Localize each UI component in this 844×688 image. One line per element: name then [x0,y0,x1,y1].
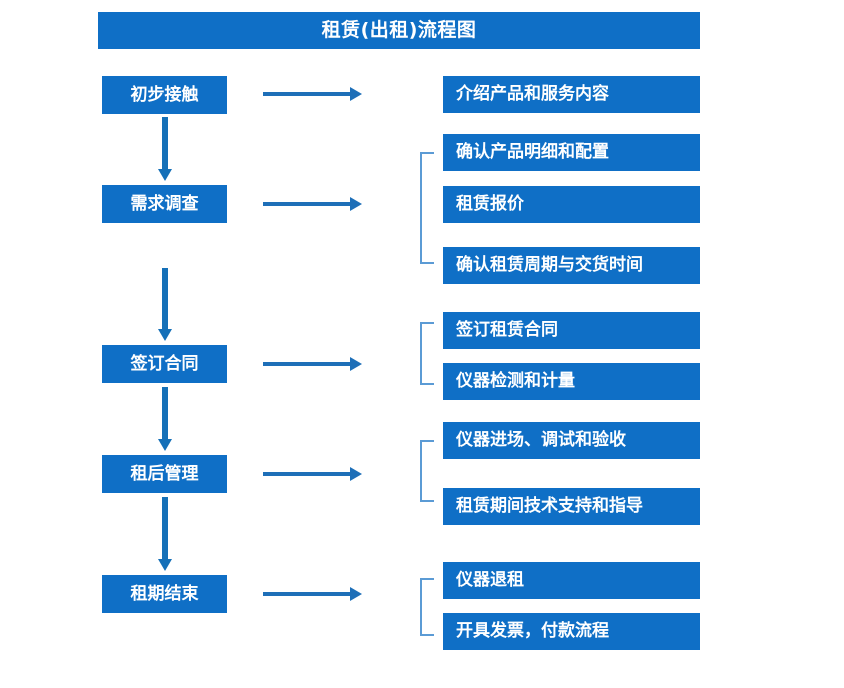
detail-label: 租赁报价 [456,194,524,214]
detail-label: 仪器进场、调试和验收 [456,430,626,450]
right-arrow-icon-5 [263,587,362,601]
stage-box-2[interactable]: 需求调查 [102,185,227,223]
stage-label: 需求调查 [130,193,199,214]
stage-box-4[interactable]: 租后管理 [102,455,227,493]
right-arrow-icon-3 [263,357,362,371]
detail-box-10[interactable]: 开具发票，付款流程 [443,613,700,650]
group-bracket-2 [420,322,434,385]
down-arrow-icon-3 [158,387,172,451]
detail-label: 确认租赁周期与交货时间 [456,255,643,275]
right-arrow-icon-2 [263,197,362,211]
detail-box-9[interactable]: 仪器退租 [443,562,700,599]
stage-box-1[interactable]: 初步接触 [102,76,227,114]
group-bracket-3 [420,440,434,502]
detail-box-6[interactable]: 仪器检测和计量 [443,363,700,400]
stage-box-3[interactable]: 签订合同 [102,345,227,383]
group-bracket-4 [420,578,434,636]
down-arrow-icon-2 [158,268,172,341]
detail-box-8[interactable]: 租赁期间技术支持和指导 [443,488,700,525]
detail-box-3[interactable]: 租赁报价 [443,186,700,223]
detail-box-7[interactable]: 仪器进场、调试和验收 [443,422,700,459]
right-arrow-icon-4 [263,467,362,481]
detail-label: 签订租赁合同 [456,320,558,340]
detail-label: 仪器退租 [456,570,524,590]
detail-label: 开具发票，付款流程 [456,621,609,641]
stage-label: 初步接触 [130,84,199,105]
detail-box-2[interactable]: 确认产品明细和配置 [443,134,700,171]
diagram-title-bar: 租赁(出租)流程图 [98,12,700,49]
down-arrow-icon-4 [158,497,172,571]
detail-label: 租赁期间技术支持和指导 [456,496,643,516]
detail-label: 确认产品明细和配置 [456,142,609,162]
detail-label: 仪器检测和计量 [456,371,575,391]
stage-label: 租期结束 [130,583,199,604]
detail-box-1[interactable]: 介绍产品和服务内容 [443,76,700,113]
right-arrow-icon-1 [263,87,362,101]
stage-label: 签订合同 [130,353,199,374]
stage-box-5[interactable]: 租期结束 [102,575,227,613]
detail-box-4[interactable]: 确认租赁周期与交货时间 [443,247,700,284]
detail-box-5[interactable]: 签订租赁合同 [443,312,700,349]
down-arrow-icon-1 [158,117,172,181]
page-title: 租赁(出租)流程图 [321,19,477,41]
stage-label: 租后管理 [130,463,199,484]
detail-label: 介绍产品和服务内容 [456,84,609,104]
group-bracket-1 [420,152,434,264]
